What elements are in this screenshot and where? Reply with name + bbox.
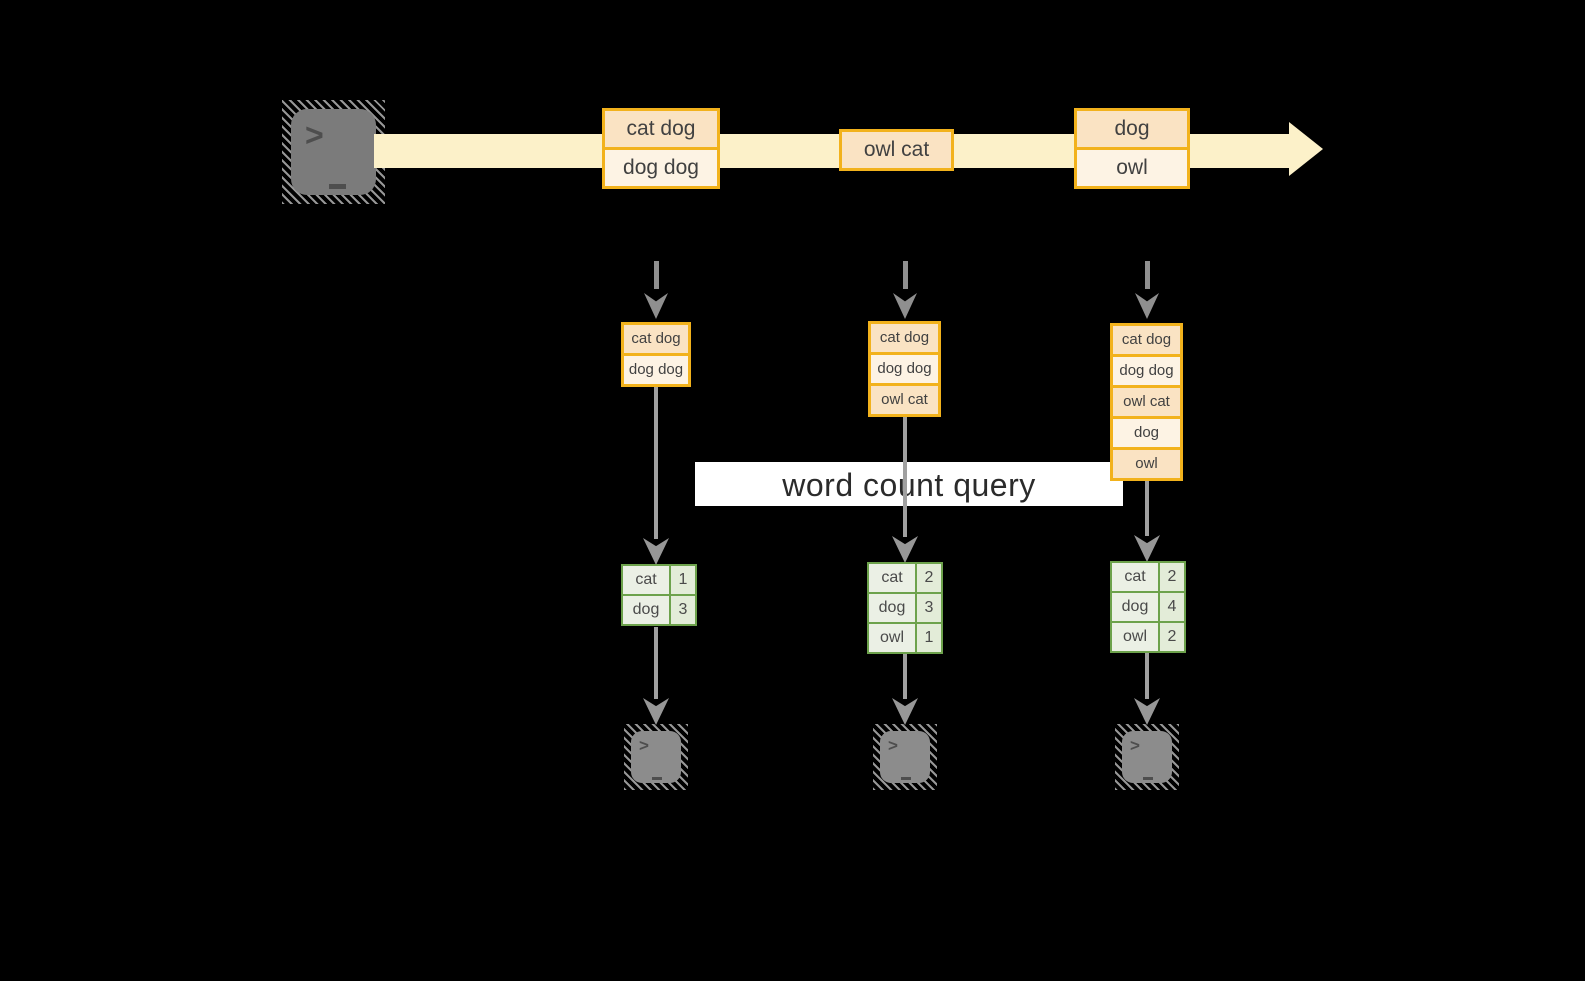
arrow-line (654, 387, 658, 539)
arrowhead-icon (1134, 535, 1160, 562)
event-row: dog dog (1113, 357, 1180, 385)
stream-event-group: dog owl (1074, 108, 1190, 189)
count-word: dog (1112, 593, 1158, 621)
stream-event-group: cat dog dog dog (602, 108, 720, 189)
count-value: 3 (917, 594, 941, 622)
stream-event: owl (1077, 150, 1187, 186)
event-row: dog (1113, 419, 1180, 447)
count-value: 2 (917, 564, 941, 592)
count-word: owl (1112, 623, 1158, 651)
event-row: cat dog (1113, 326, 1180, 354)
event-list: cat dog dog dog (621, 322, 691, 387)
terminal-icon: > (873, 724, 937, 790)
stream-event: dog (1077, 111, 1187, 147)
count-value: 1 (917, 624, 941, 652)
arrowhead-icon (1134, 698, 1160, 725)
dashed-arrowhead-icon (1135, 293, 1159, 319)
arrowhead-icon (892, 536, 918, 563)
count-word: cat (869, 564, 915, 592)
event-list: cat dog dog dog owl cat dog owl (1110, 323, 1183, 481)
dashed-arrow-line (903, 261, 908, 289)
terminal-screen: > (1122, 731, 1172, 783)
cursor-icon (328, 184, 346, 189)
count-table: cat 2 dog 4 owl 2 (1110, 561, 1186, 653)
arrow-line (903, 654, 907, 699)
prompt-icon: > (888, 736, 898, 755)
prompt-icon: > (305, 117, 324, 153)
terminal-screen: > (291, 109, 376, 195)
event-list: cat dog dog dog owl cat (868, 321, 941, 417)
event-row: cat dog (624, 325, 688, 353)
stream-event-group: owl cat (839, 129, 954, 171)
terminal-icon: > (624, 724, 688, 790)
count-value: 2 (1160, 563, 1184, 591)
count-word: owl (869, 624, 915, 652)
count-word: cat (1112, 563, 1158, 591)
arrowhead-icon (643, 538, 669, 565)
terminal-screen: > (880, 731, 930, 783)
stream-arrowhead-icon (1289, 122, 1323, 176)
count-word: dog (869, 594, 915, 622)
event-row: owl cat (1113, 388, 1180, 416)
query-label: word count query (695, 462, 1123, 506)
dashed-arrowhead-icon (644, 293, 668, 319)
stream-event: dog dog (605, 150, 717, 186)
count-table: cat 1 dog 3 (621, 564, 697, 626)
dashed-arrow-line (1145, 261, 1150, 289)
count-value: 1 (671, 566, 695, 594)
arrow-line (1145, 481, 1149, 536)
terminal-icon: > (1115, 724, 1179, 790)
arrowhead-icon (643, 698, 669, 725)
arrow-line (654, 627, 658, 699)
cursor-icon (651, 777, 662, 780)
arrow-line (1145, 653, 1149, 699)
count-table: cat 2 dog 3 owl 1 (867, 562, 943, 654)
stream-event: cat dog (605, 111, 717, 147)
event-row: dog dog (871, 355, 938, 383)
terminal-icon: > (282, 100, 385, 204)
count-value: 2 (1160, 623, 1184, 651)
event-row: owl cat (871, 386, 938, 414)
cursor-icon (1142, 777, 1153, 780)
dashed-arrow-line (654, 261, 659, 289)
prompt-icon: > (1130, 736, 1140, 755)
cursor-icon (900, 777, 911, 780)
count-word: cat (623, 566, 669, 594)
count-value: 3 (671, 596, 695, 624)
event-row: owl (1113, 450, 1180, 478)
event-row: dog dog (624, 356, 688, 384)
event-row: cat dog (871, 324, 938, 352)
arrow-line (903, 417, 907, 537)
terminal-screen: > (631, 731, 681, 783)
count-value: 4 (1160, 593, 1184, 621)
stream-event: owl cat (842, 132, 951, 168)
count-word: dog (623, 596, 669, 624)
dashed-arrowhead-icon (893, 293, 917, 319)
arrowhead-icon (892, 698, 918, 725)
prompt-icon: > (639, 736, 649, 755)
